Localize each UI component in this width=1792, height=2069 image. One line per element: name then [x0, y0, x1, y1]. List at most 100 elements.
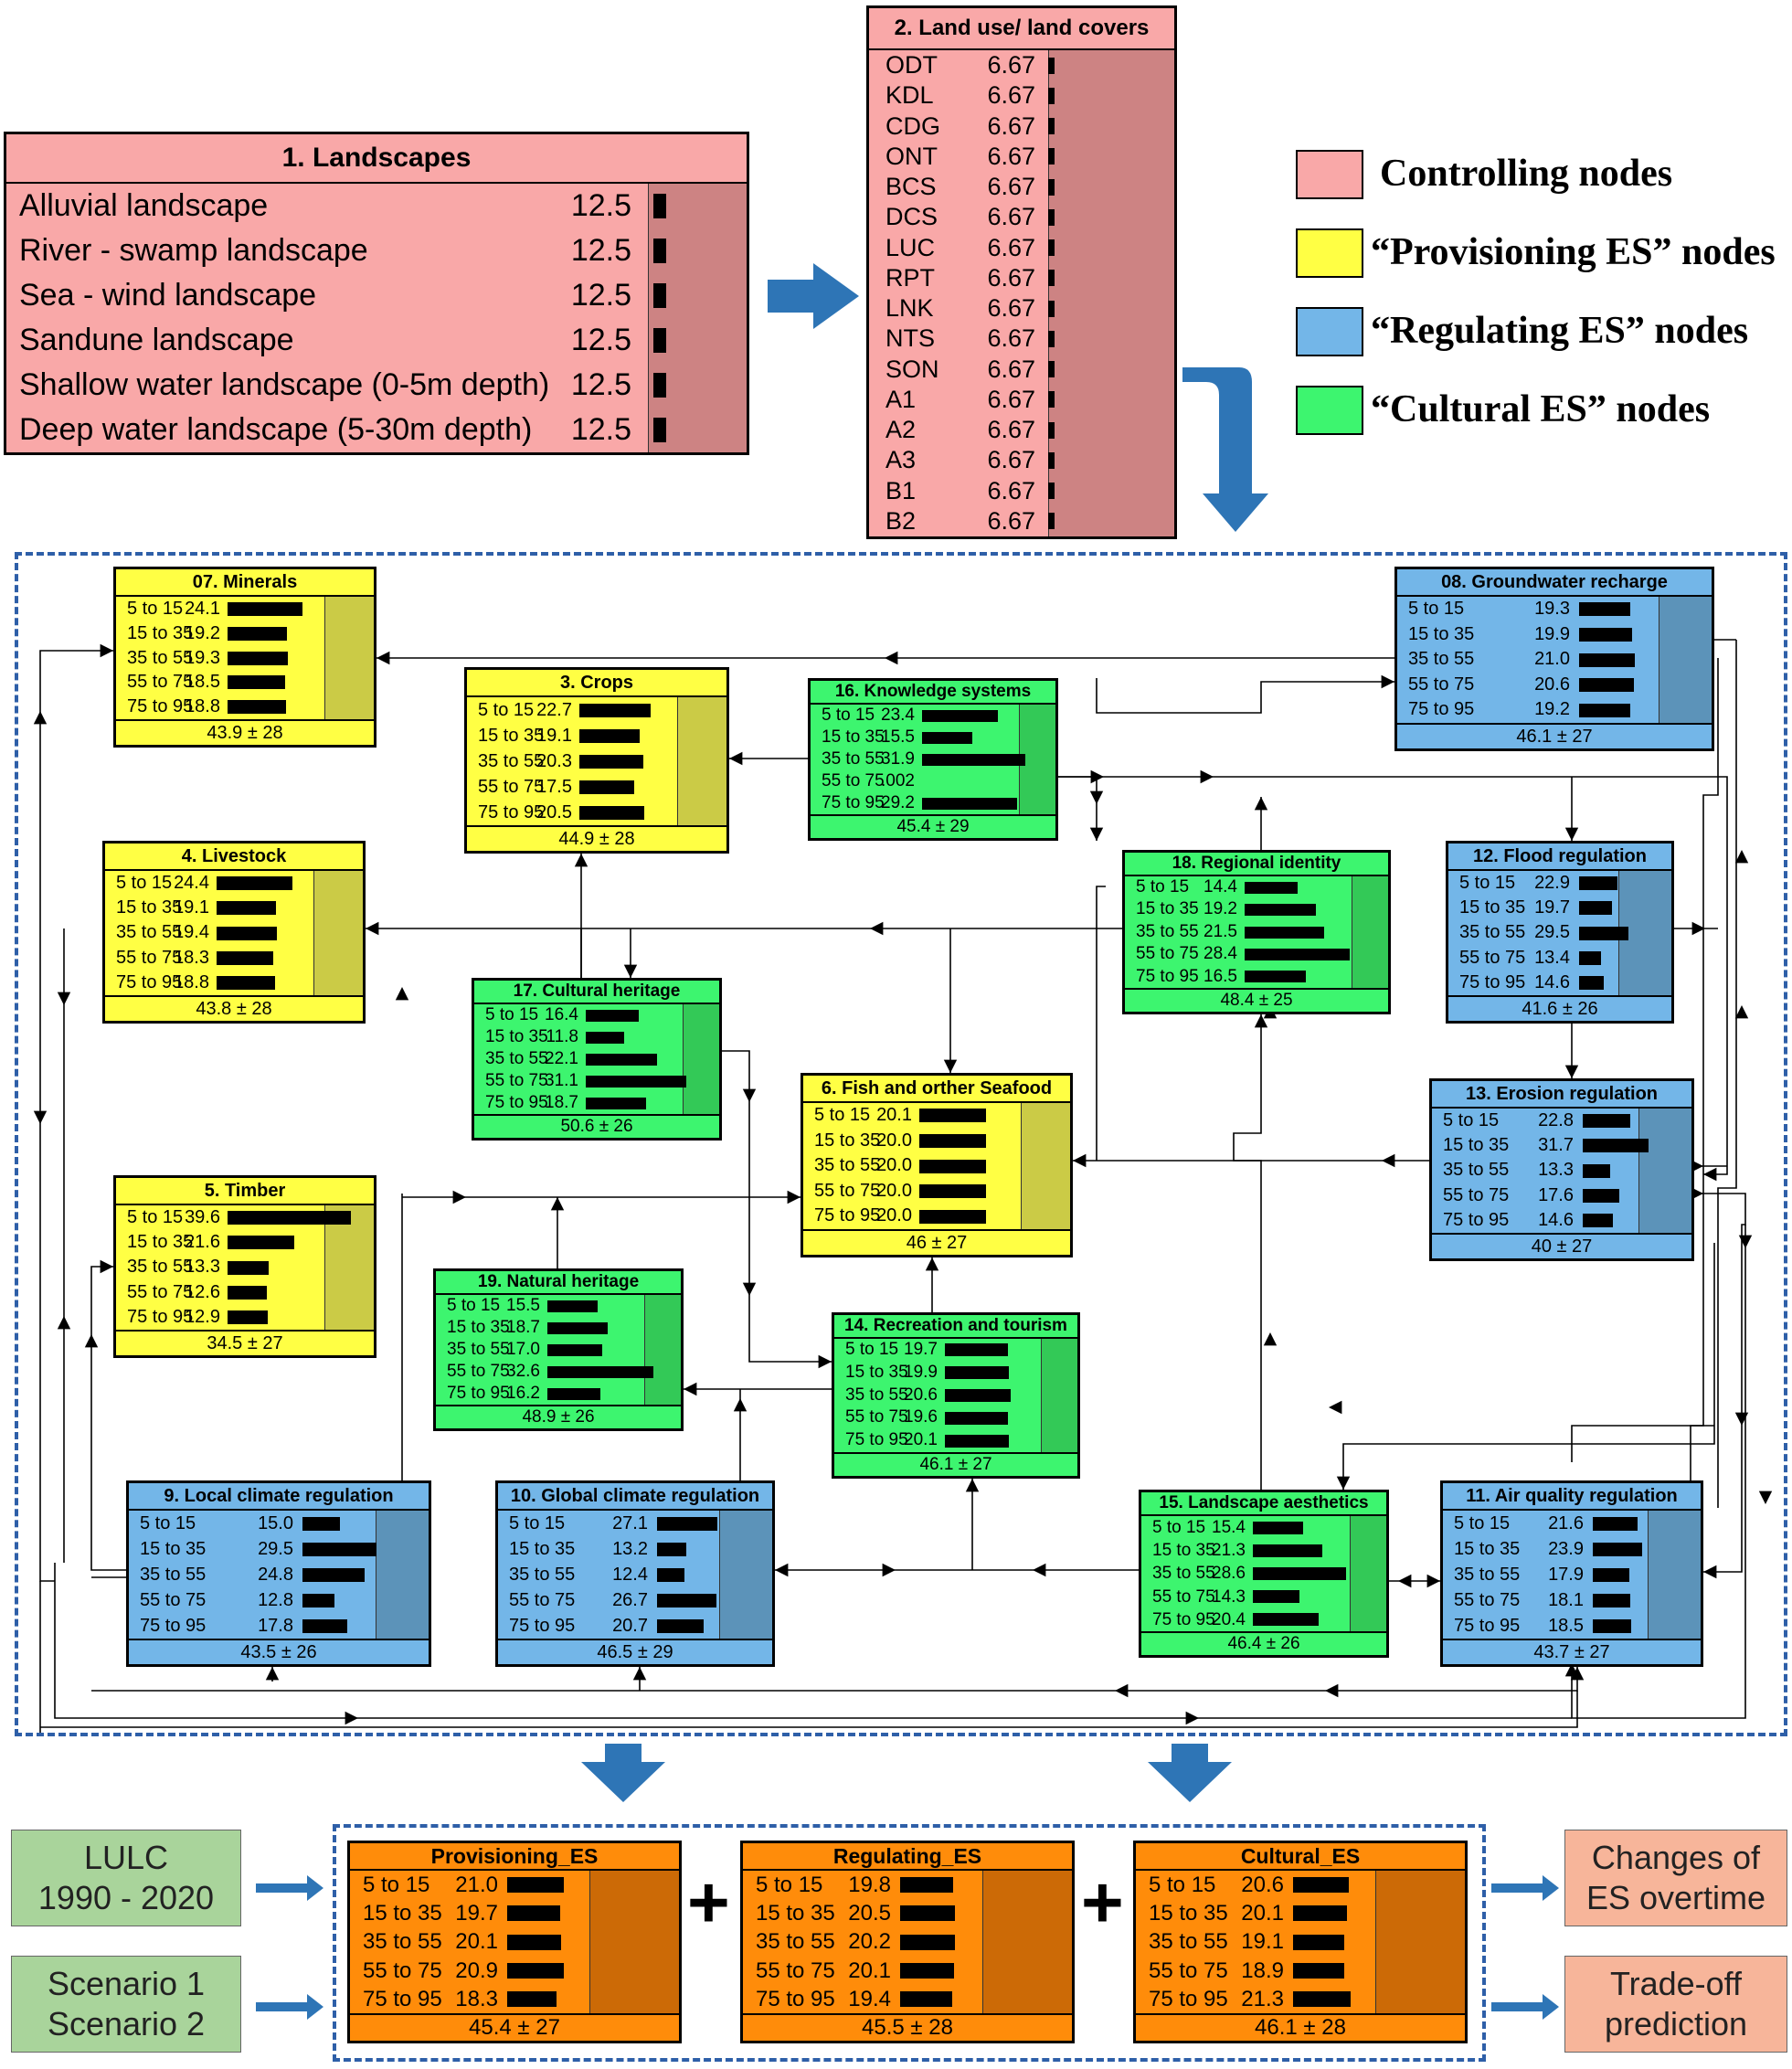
state-bar: [1048, 361, 1055, 378]
state-value: 19.7: [904, 1340, 938, 1359]
state-label: 5 to 15: [814, 1105, 871, 1125]
state-bar: [657, 1542, 686, 1556]
tradeoff-box: Trade-off prediction: [1564, 1956, 1787, 2053]
state-value: 20.1: [455, 1929, 498, 1955]
state-label: 15 to 35: [485, 1027, 548, 1046]
state-value: 20.2: [848, 1929, 891, 1955]
state-value: 18.5: [1548, 1616, 1584, 1636]
state-bar: [1579, 926, 1628, 940]
node-shade: [982, 1871, 1072, 2013]
state-label: 75 to 95: [1136, 966, 1199, 986]
node-shade: [1659, 597, 1712, 723]
state-bar: [586, 1031, 624, 1044]
node-title: 08. Groundwater recharge: [1397, 569, 1712, 597]
state-bar: [1048, 300, 1055, 317]
state-label: 75 to 95: [756, 1986, 835, 2011]
state-bar: [653, 194, 666, 218]
state-value: 18.7: [545, 1093, 578, 1112]
node-mean: 43.8 ± 28: [105, 995, 363, 1021]
changes-text: Changes of ES overtime: [1585, 1839, 1766, 1916]
node-mean: 46.1 ± 27: [834, 1452, 1077, 1476]
state-value: 39.6: [185, 1207, 220, 1227]
node-title: 6. Fish and orther Seafood: [803, 1076, 1070, 1103]
node-title: Regulating_ES: [743, 1843, 1072, 1871]
state-bar: [1048, 118, 1055, 135]
lulc-period-text: LULC 1990 - 2020: [37, 1839, 215, 1916]
state-label: 35 to 55: [756, 1929, 835, 1955]
state-value: 29.2: [881, 793, 915, 812]
node-shade: [1021, 1103, 1070, 1229]
state-bar: [1245, 926, 1324, 939]
node-title: Cultural_ES: [1136, 1843, 1465, 1871]
state-label: 75 to 95: [127, 696, 194, 717]
state-label: 35 to 55: [1443, 1160, 1510, 1181]
state-bar: [1048, 451, 1055, 469]
state-bar: [1048, 87, 1055, 104]
state-label: 5 to 15: [363, 1873, 430, 1897]
state-label: Alluvial landscape: [19, 188, 269, 223]
state-bar: [919, 1184, 986, 1199]
node-title: 9. Local climate regulation: [129, 1483, 429, 1511]
state-bar: [1293, 1877, 1349, 1894]
state-bar: [1245, 904, 1316, 917]
connector-line: [1694, 1193, 1746, 1573]
arrowhead: [1691, 921, 1705, 936]
state-value: 17.8: [258, 1616, 293, 1636]
state-bar: [945, 1343, 1008, 1357]
arrowhead: [1185, 1711, 1199, 1725]
arrowhead: [1033, 1563, 1046, 1577]
arrowhead: [57, 1316, 71, 1330]
state-value: 17.9: [1548, 1565, 1584, 1585]
legend-label: Controlling nodes: [1380, 153, 1673, 195]
state-bar: [1293, 1990, 1351, 2007]
state-label: 15 to 35: [1149, 1901, 1228, 1926]
state-bar: [1579, 602, 1630, 617]
state-value: .002: [881, 771, 915, 790]
state-bar: [547, 1387, 600, 1400]
state-value: 24.8: [258, 1565, 293, 1585]
arrowhead: [742, 1088, 757, 1102]
state-bar: [579, 780, 634, 794]
state-value: 19.4: [174, 922, 209, 943]
state-bar: [217, 926, 277, 940]
state-value: 15.5: [506, 1296, 540, 1315]
state-value: 13.4: [1534, 947, 1570, 968]
arrowhead: [1703, 1565, 1717, 1579]
arrowhead: [1089, 827, 1104, 841]
state-bar: [228, 601, 302, 616]
state-value: 6.67: [987, 51, 1035, 79]
state-bar: [579, 728, 640, 743]
node-mean: 43.7 ± 27: [1443, 1639, 1701, 1664]
state-value: 18.9: [1241, 1958, 1284, 1983]
state-label: 35 to 55: [1152, 1564, 1215, 1584]
state-bar: [1245, 948, 1350, 960]
state-bar: [302, 1618, 347, 1633]
state-label: 5 to 15: [845, 1340, 899, 1359]
arrowhead: [100, 1259, 113, 1274]
state-value: 28.6: [1212, 1564, 1246, 1584]
state-value: 20.5: [536, 802, 572, 822]
node-title: 3. Crops: [467, 670, 726, 697]
arrowhead: [775, 1563, 789, 1577]
state-value: 18.8: [174, 971, 209, 992]
state-bar: [586, 1097, 646, 1109]
small-arrow-right-icon: [1491, 1994, 1559, 2020]
node-shade: [324, 597, 374, 719]
state-bar: [547, 1300, 598, 1312]
state-label: 55 to 75: [116, 947, 183, 968]
node-shade: [313, 871, 363, 995]
state-bar: [228, 651, 288, 665]
state-bar: [657, 1593, 716, 1607]
state-label: 55 to 75: [1136, 944, 1199, 964]
state-bar: [1253, 1544, 1322, 1557]
arrowhead: [1738, 1235, 1753, 1248]
state-value: 6.67: [987, 263, 1035, 292]
state-bar: [1048, 483, 1055, 500]
